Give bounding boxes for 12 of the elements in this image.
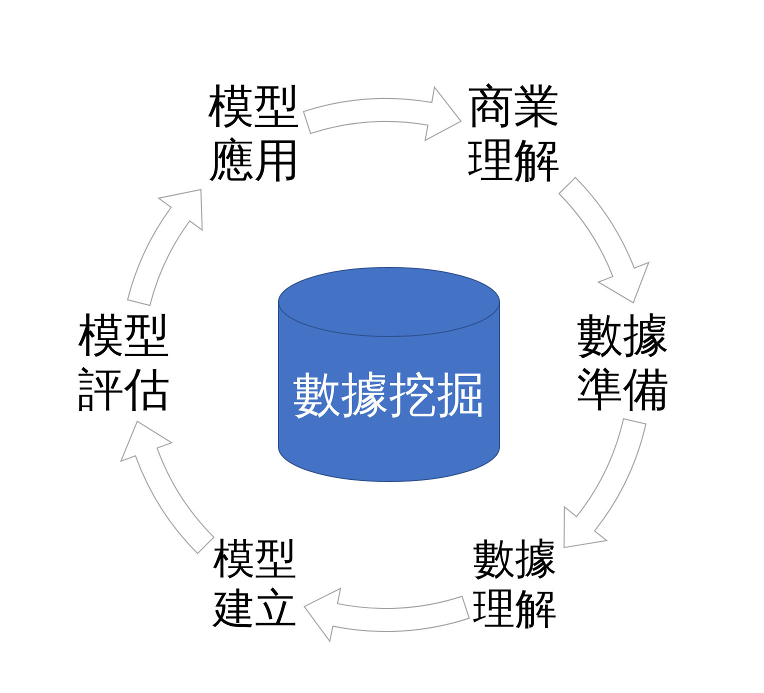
step-label: 模型評估	[76, 308, 172, 416]
curved-arrow	[302, 86, 462, 141]
step-label: 模型建立	[211, 534, 299, 634]
curved-arrow	[304, 588, 470, 642]
step-label: 商業理解	[466, 79, 562, 187]
curved-arrow	[564, 418, 646, 548]
curved-arrow	[127, 189, 203, 306]
curved-arrow	[120, 420, 214, 554]
curved-arrow	[558, 176, 650, 304]
step-label: 數據準備	[575, 308, 671, 416]
step-label: 數據理解	[471, 534, 559, 634]
step-label: 模型應用	[206, 79, 302, 187]
